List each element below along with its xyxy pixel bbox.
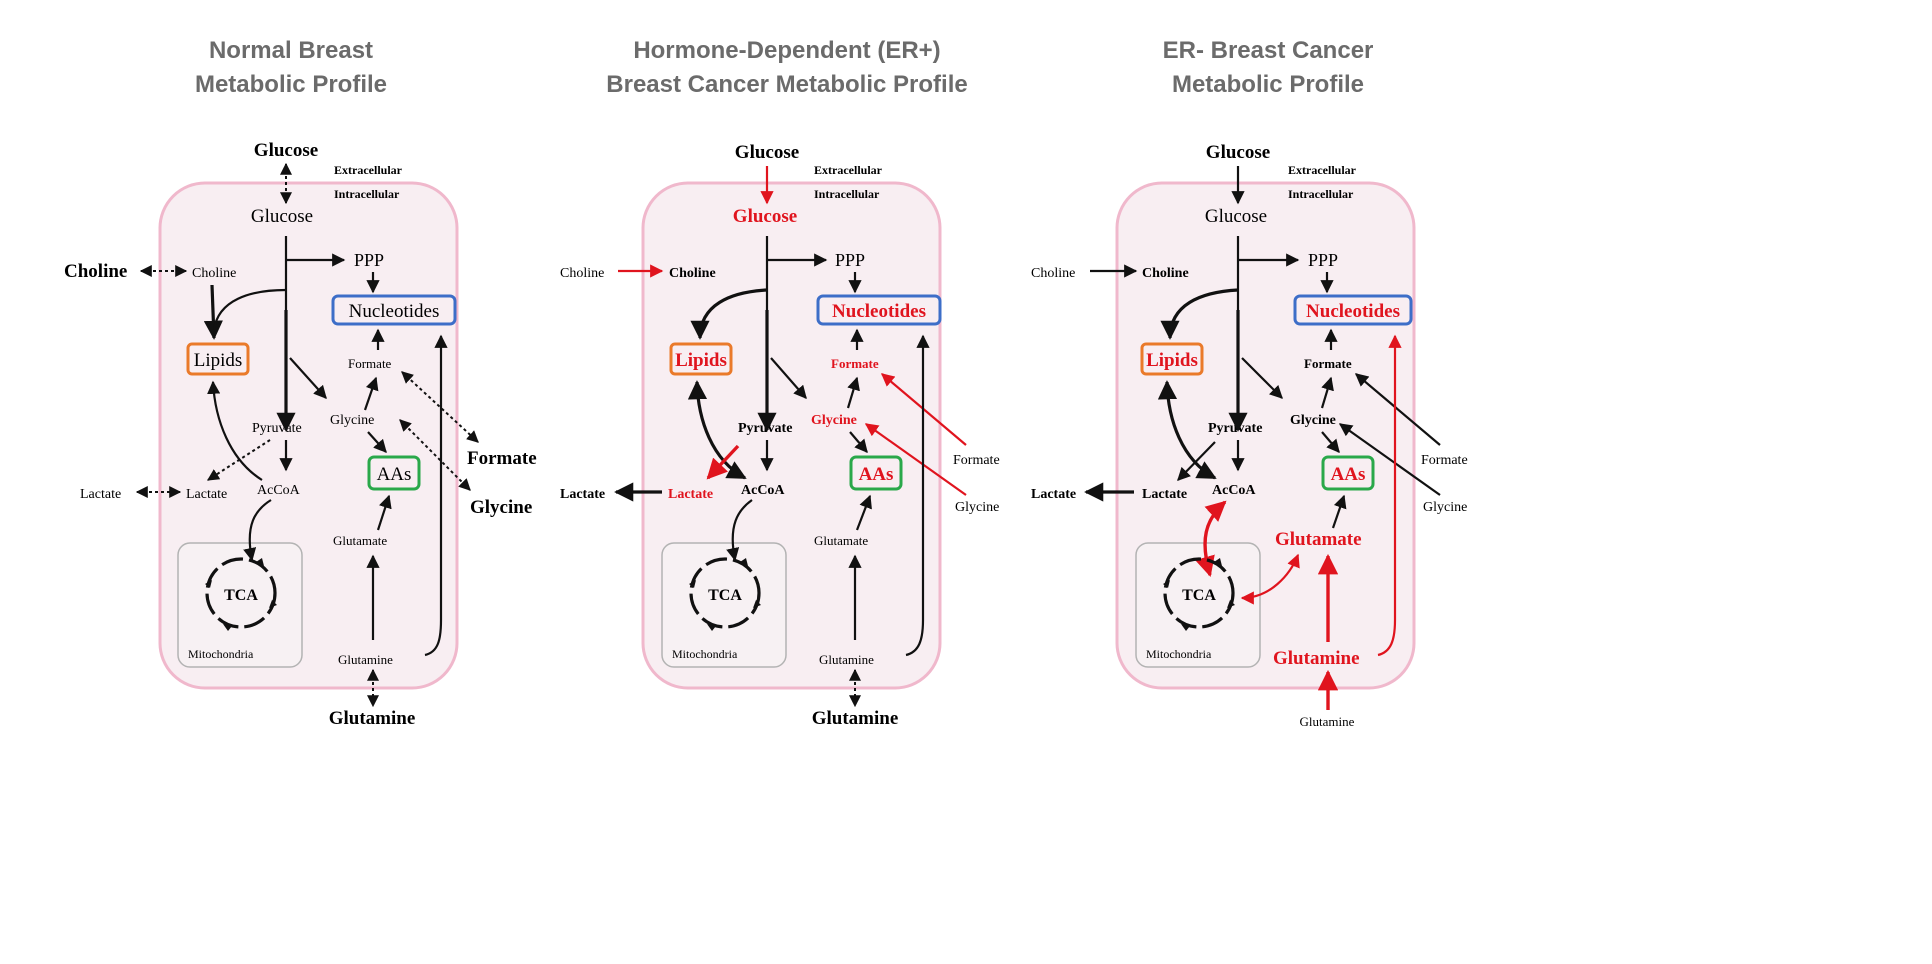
pyruvate-label: Pyruvate bbox=[1208, 421, 1262, 436]
mitochondria-label: Mitochondria bbox=[1146, 647, 1212, 661]
choline-intracellular: Choline bbox=[669, 266, 716, 281]
glutamine-extracellular: Glutamine bbox=[812, 708, 899, 729]
lipids-label: Lipids bbox=[1146, 350, 1198, 371]
acoa-label: AcCoA bbox=[1212, 483, 1256, 498]
nucleotides-box bbox=[816, 294, 942, 326]
tca-label: TCA bbox=[708, 587, 742, 604]
pyruvate-label: Pyruvate bbox=[252, 421, 302, 436]
aas-label: AAs bbox=[377, 464, 412, 485]
formate-extracellular: Formate bbox=[1421, 453, 1468, 468]
lactate-intracellular: Lactate bbox=[1142, 487, 1187, 502]
glucose-intracellular: Glucose bbox=[1205, 206, 1267, 227]
pathway-arrows bbox=[614, 166, 967, 708]
extracellular-label: Extracellular bbox=[1288, 163, 1357, 177]
extracellular-label: Extracellular bbox=[334, 163, 403, 177]
glutamine-extracellular: Glutamine bbox=[1300, 714, 1355, 729]
aas-box bbox=[1321, 455, 1375, 491]
lipids-box bbox=[186, 342, 250, 376]
panel-title-line2: Metabolic Profile bbox=[195, 71, 387, 98]
choline-extracellular: Choline bbox=[64, 261, 127, 282]
glutamate-label: Glutamate bbox=[1275, 529, 1362, 550]
tca-label: TCA bbox=[1182, 587, 1216, 604]
choline-extracellular: Choline bbox=[560, 266, 604, 281]
glucose-intracellular: Glucose bbox=[251, 206, 313, 227]
intracellular-label: Intracellular bbox=[334, 187, 400, 201]
pathway-arrows bbox=[135, 162, 479, 708]
acoa-label: AcCoA bbox=[257, 483, 301, 498]
tca-cycle bbox=[1163, 557, 1235, 631]
choline-intracellular: Choline bbox=[192, 266, 236, 281]
glycine-extracellular: Glycine bbox=[470, 497, 532, 518]
mitochondria-label: Mitochondria bbox=[672, 647, 738, 661]
nucleotides-label: Nucleotides bbox=[349, 301, 440, 322]
choline-intracellular: Choline bbox=[1142, 266, 1189, 281]
glycine-intracellular: Glycine bbox=[811, 413, 857, 428]
formate-extracellular: Formate bbox=[953, 453, 1000, 468]
ppp-label: PPP bbox=[835, 250, 865, 270]
tca-label: TCA bbox=[224, 587, 258, 604]
mitochondria-box bbox=[177, 542, 303, 668]
glutamine-intracellular: Glutamine bbox=[1273, 648, 1360, 669]
glutamine-intracellular: Glutamine bbox=[338, 652, 393, 667]
glucose-extracellular: Glucose bbox=[1206, 142, 1270, 163]
mitochondria-label: Mitochondria bbox=[188, 647, 254, 661]
nucleotides-box bbox=[1293, 294, 1413, 326]
glycine-intracellular: Glycine bbox=[1290, 413, 1336, 428]
lipids-box bbox=[1140, 342, 1204, 376]
glutamate-label: Glutamate bbox=[333, 533, 387, 548]
glycine-extracellular: Glycine bbox=[955, 500, 999, 515]
lactate-extracellular: Lactate bbox=[560, 487, 605, 502]
panel-er-negative: ER- Breast Cancer Metabolic Profile Gluc… bbox=[1031, 37, 1468, 729]
tca-cycle bbox=[689, 557, 761, 631]
glutamate-label: Glutamate bbox=[814, 533, 868, 548]
glucose-extracellular: Glucose bbox=[254, 140, 318, 161]
ppp-label: PPP bbox=[1308, 250, 1338, 270]
lactate-extracellular: Lactate bbox=[80, 487, 121, 502]
panel-er-positive: Hormone-Dependent (ER+) Breast Cancer Me… bbox=[560, 37, 1000, 729]
glycine-intracellular: Glycine bbox=[330, 413, 374, 428]
pathway-arrows bbox=[1084, 166, 1441, 710]
panel-title-line2: Metabolic Profile bbox=[1172, 71, 1364, 98]
panel-title-line2: Breast Cancer Metabolic Profile bbox=[606, 71, 967, 98]
formate-extracellular: Formate bbox=[467, 448, 537, 469]
lipids-label: Lipids bbox=[675, 350, 727, 371]
intracellular-label: Intracellular bbox=[814, 187, 880, 201]
intracellular-label: Intracellular bbox=[1288, 187, 1354, 201]
nucleotides-label: Nucleotides bbox=[1306, 301, 1400, 322]
aas-label: AAs bbox=[859, 464, 894, 485]
lactate-intracellular: Lactate bbox=[186, 487, 227, 502]
panel-title-line1: ER- Breast Cancer bbox=[1163, 37, 1374, 64]
pyruvate-label: Pyruvate bbox=[738, 421, 792, 436]
acoa-label: AcCoA bbox=[741, 483, 785, 498]
lactate-extracellular: Lactate bbox=[1031, 487, 1076, 502]
panel-title-line1: Normal Breast bbox=[209, 37, 373, 64]
formate-intracellular: Formate bbox=[831, 356, 879, 371]
panel-normal: Normal Breast Metabolic Profile Glucose … bbox=[64, 37, 537, 729]
mitochondria-box bbox=[661, 542, 787, 668]
formate-intracellular: Formate bbox=[348, 356, 392, 371]
aas-box bbox=[849, 455, 903, 491]
tca-cycle bbox=[205, 557, 277, 631]
formate-intracellular: Formate bbox=[1304, 356, 1352, 371]
ppp-label: PPP bbox=[354, 250, 384, 270]
glucose-extracellular: Glucose bbox=[735, 142, 799, 163]
lipids-label: Lipids bbox=[194, 350, 243, 371]
nucleotides-label: Nucleotides bbox=[832, 301, 926, 322]
lipids-box bbox=[669, 342, 733, 376]
aas-label: AAs bbox=[1331, 464, 1366, 485]
glutamine-extracellular: Glutamine bbox=[329, 708, 416, 729]
glucose-intracellular: Glucose bbox=[733, 206, 797, 227]
panel-title-line1: Hormone-Dependent (ER+) bbox=[633, 37, 940, 64]
lactate-intracellular: Lactate bbox=[668, 487, 713, 502]
glycine-extracellular: Glycine bbox=[1423, 500, 1467, 515]
nucleotides-box bbox=[331, 294, 457, 326]
extracellular-label: Extracellular bbox=[814, 163, 883, 177]
choline-extracellular: Choline bbox=[1031, 266, 1075, 281]
glutamine-intracellular: Glutamine bbox=[819, 652, 874, 667]
